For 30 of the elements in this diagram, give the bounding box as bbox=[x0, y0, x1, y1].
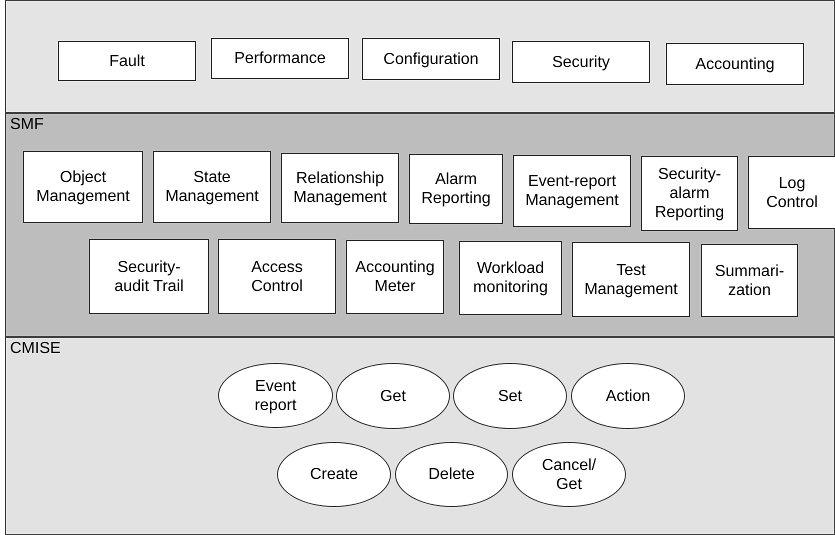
function-box: Relationship Management bbox=[281, 153, 399, 223]
function-box: Security bbox=[512, 41, 650, 83]
function-box: Access Control bbox=[218, 239, 336, 314]
service-ellipse: Get bbox=[336, 363, 450, 429]
function-box: State Management bbox=[153, 151, 271, 223]
function-box: Security- alarm Reporting bbox=[641, 156, 738, 231]
function-box: Test Management bbox=[572, 242, 690, 317]
layer-band bbox=[5, 337, 835, 535]
layer-label: SMF bbox=[10, 116, 44, 134]
function-box: Object Management bbox=[23, 151, 143, 223]
service-ellipse: Delete bbox=[395, 442, 508, 507]
function-box: Event-report Management bbox=[513, 155, 631, 227]
service-ellipse: Event report bbox=[218, 363, 333, 428]
layer-band bbox=[5, 113, 835, 337]
service-ellipse: Action bbox=[571, 363, 685, 429]
function-box: Configuration bbox=[362, 38, 500, 80]
layer-label: CMISE bbox=[10, 340, 61, 358]
service-ellipse: Create bbox=[277, 442, 391, 507]
function-box: Accounting bbox=[666, 43, 804, 85]
function-box: Log Control bbox=[748, 156, 835, 229]
function-box: Summari- zation bbox=[701, 244, 798, 317]
layer-band bbox=[5, 0, 835, 113]
function-box: Fault bbox=[58, 41, 196, 81]
function-box: Performance bbox=[211, 38, 349, 79]
function-box: Workload monitoring bbox=[459, 241, 562, 315]
service-ellipse: Cancel/ Get bbox=[512, 442, 626, 507]
function-box: Accounting Meter bbox=[346, 240, 444, 314]
function-box: Security- audit Trail bbox=[89, 239, 209, 314]
service-ellipse: Set bbox=[453, 363, 567, 429]
function-box: Alarm Reporting bbox=[409, 154, 503, 224]
